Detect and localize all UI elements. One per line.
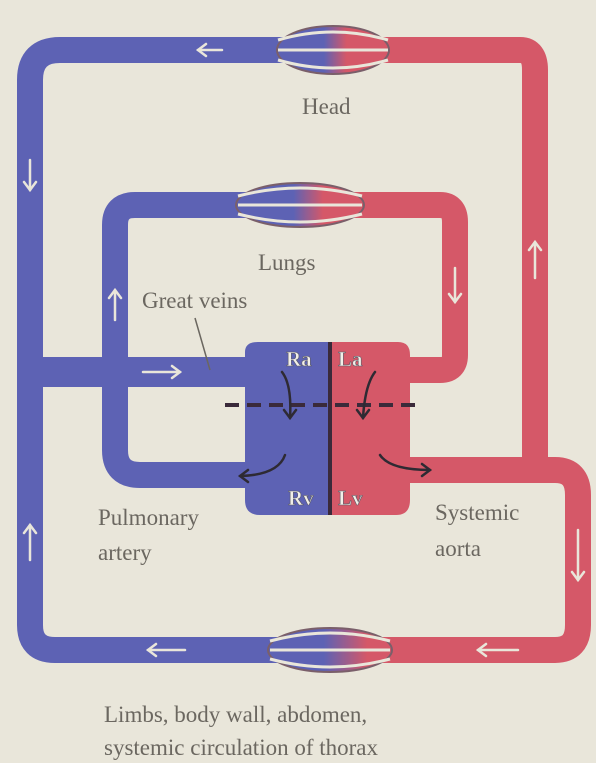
pulmonary-artery-label-line2: artery: [98, 540, 152, 565]
systemic-aorta-label-line1: Systemic: [435, 500, 519, 525]
left-ventricle-label: Lv: [338, 486, 363, 511]
heart: [225, 342, 420, 515]
left-atrium-label: La: [338, 347, 363, 372]
pulmonary-artery-label-line1: Pulmonary: [98, 505, 199, 530]
great-veins-label: Great veins: [142, 288, 247, 313]
lung-capillary-bed: [236, 183, 364, 227]
body-label-line2: systemic circulation of thorax: [104, 735, 378, 760]
systemic-aorta-label-line2: aorta: [435, 536, 481, 561]
lungs-label: Lungs: [258, 250, 316, 275]
body-capillary-bed: [268, 628, 392, 672]
right-ventricle-label: Rv: [288, 486, 314, 511]
body-label-line1: Limbs, body wall, abdomen,: [104, 702, 367, 727]
right-atrium-label: Ra: [286, 347, 312, 372]
head-capillary-bed: [277, 26, 389, 74]
head-label: Head: [302, 94, 351, 119]
